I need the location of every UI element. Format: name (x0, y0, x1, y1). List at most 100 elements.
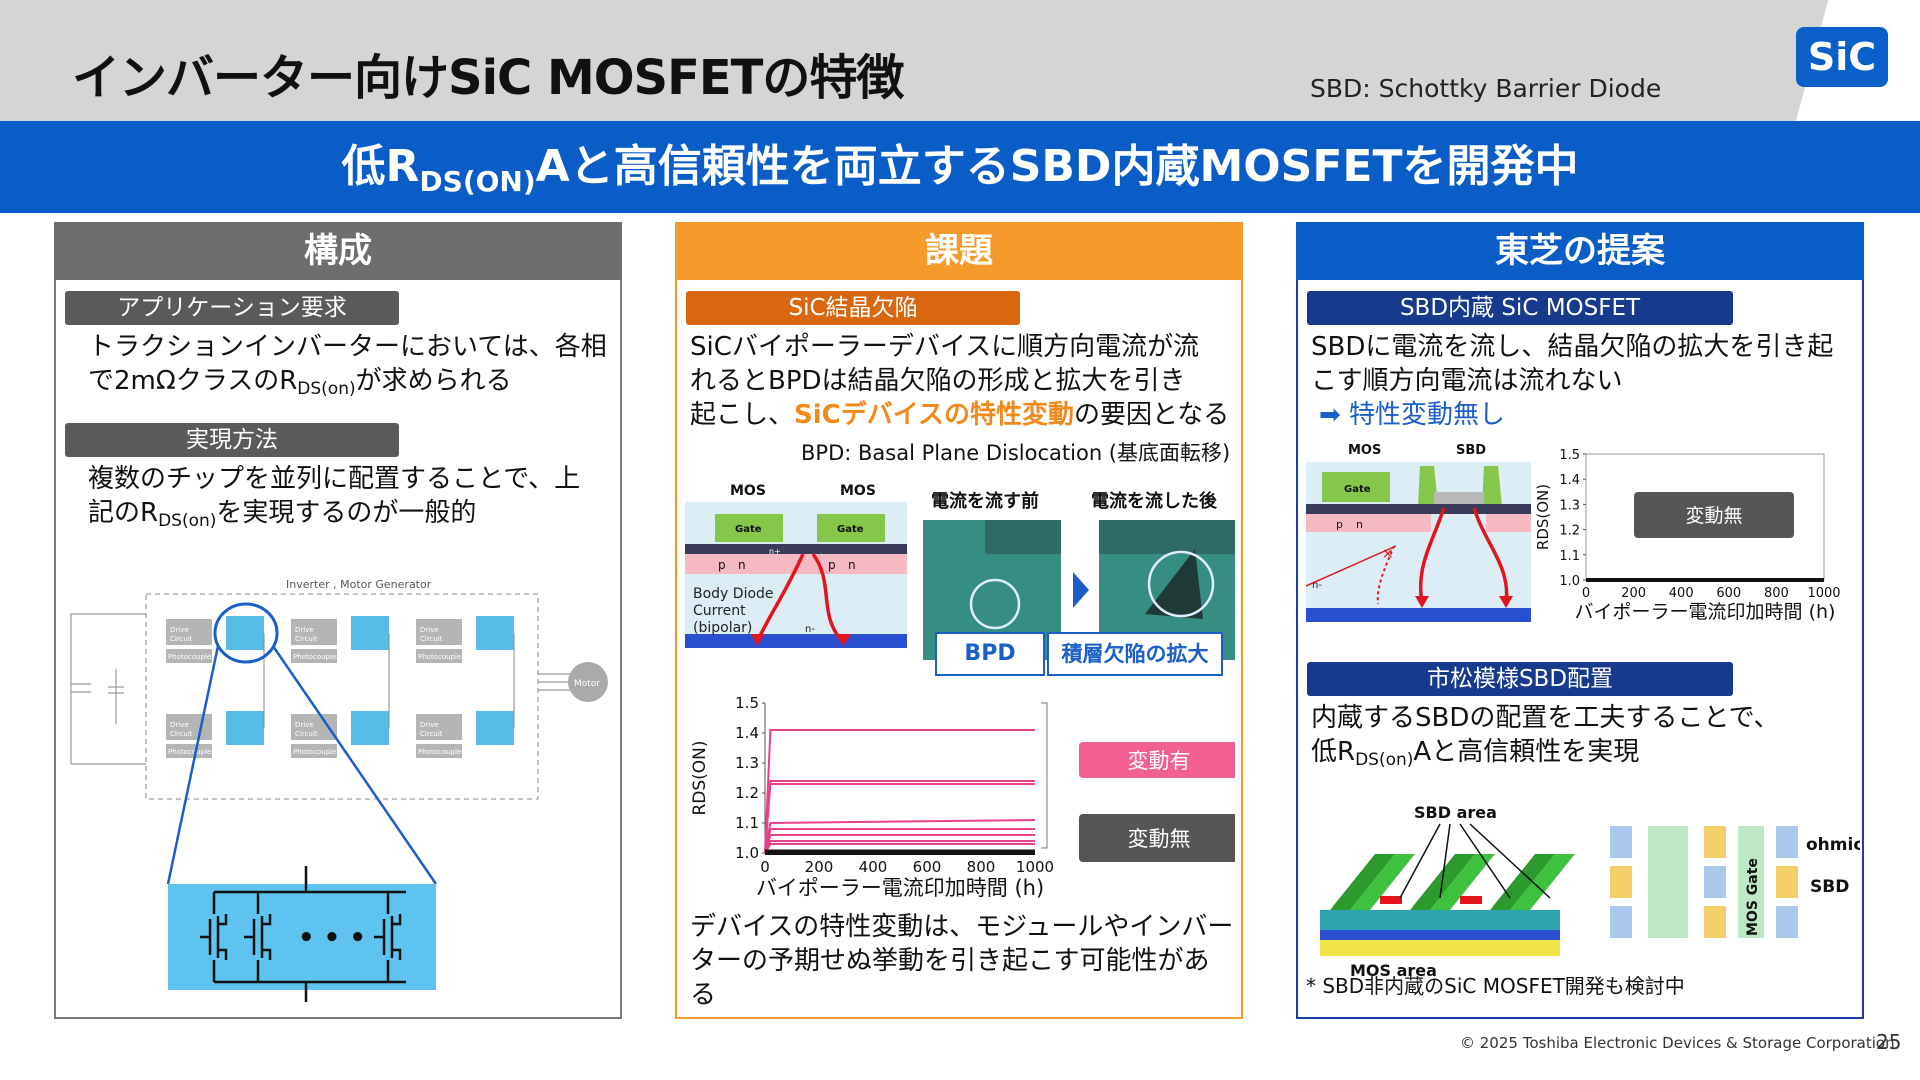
gate-block (715, 514, 783, 542)
y-tick-label: 1.0 (735, 844, 759, 862)
x-tick-label: 600 (1716, 586, 1741, 601)
series-line (764, 783, 1035, 854)
y-tick-label: 1.3 (1559, 498, 1580, 513)
sbd-legend: SBD (1810, 877, 1849, 897)
motor-label: Motor (574, 679, 600, 689)
header-band (0, 0, 1920, 121)
tag-sbd-embedded: SBD内蔵 SiC MOSFET (1307, 291, 1733, 325)
body-diode-text: Body Diode (693, 586, 774, 602)
module-row-top (166, 616, 514, 663)
motor-icon (568, 662, 608, 702)
text-span: 起こし、 (690, 400, 795, 430)
substrate-layer (685, 634, 907, 648)
inverter-dashed-frame (145, 593, 539, 800)
arrow-head (1415, 596, 1429, 608)
substrate-layer (1306, 608, 1531, 622)
text-line: トラクションインバーターにおいては、各相 (88, 332, 607, 362)
bracket (1041, 702, 1048, 849)
bpd-box: BPD (935, 632, 1045, 676)
panel-composition: 構成 アプリケーション要求 トラクションインバーターにおいては、各相 で2mΩク… (54, 222, 622, 1019)
module-labels: Drive Circuit Photocoupler Drive Circuit… (168, 626, 464, 756)
photocoupler-label: Photocoupler (168, 748, 214, 756)
y-tick-label: 1.4 (1559, 473, 1580, 488)
y-axis-label: RDS(ON) (1534, 484, 1552, 550)
tag-application-requirement: アプリケーション要求 (65, 291, 399, 325)
p-label: p (828, 558, 836, 572)
text-sub: DS(on) (297, 379, 356, 399)
mos-gate-label: MOS Gate (1745, 858, 1761, 936)
text-span: の要因となる (1073, 400, 1230, 430)
tag-sic-defect: SiC結晶欠陥 (686, 291, 1020, 325)
sbd-gate-right (1482, 466, 1502, 506)
gate-block (817, 514, 885, 542)
arrow-right-icon (1073, 572, 1089, 608)
source-stripe (1460, 896, 1482, 904)
p-well-layer (685, 554, 907, 574)
banner-text-sub: DS(ON) (419, 165, 536, 198)
sbd-metal (1434, 492, 1484, 506)
text-line: 起こし、SiCデバイスの特性変動の要因となる (690, 398, 1229, 432)
x-tick-label: 600 (913, 858, 942, 876)
text-line: SiCバイポーラーデバイスに順方向電流が流 (690, 332, 1200, 362)
abbreviation-note: SBD: Schottky Barrier Diode (1310, 74, 1662, 103)
mos-gate-stripe (1738, 826, 1764, 938)
phase-lines (263, 633, 515, 728)
sbd-cell (1704, 906, 1726, 938)
x-axis-label: バイポーラー電流印加時間 (h) (1575, 601, 1836, 623)
n-label: n (1356, 518, 1363, 531)
unchanged-badge (1079, 814, 1235, 862)
sbd-gate-left (1418, 466, 1438, 506)
blocked-current-path (1376, 545, 1395, 605)
gate-block (1322, 472, 1390, 502)
mos-area-label: MOS area (1350, 961, 1437, 978)
mos-label: MOS (1348, 443, 1381, 458)
checker-layout-diagram: SBD area MOS area (1320, 803, 1860, 978)
unchanged-badge-label: 変動無 (1685, 505, 1742, 527)
drive-label: Drive (170, 626, 189, 634)
series-line (764, 780, 1035, 854)
drive-circuit-block (166, 619, 212, 645)
x-tick-label: 800 (967, 858, 996, 876)
before-label: 電流を流す前 (931, 490, 1039, 512)
teal-layer (1320, 910, 1560, 930)
issue-text: SiCバイポーラーデバイスに順方向電流が流 れるとBPDは結晶欠陥の形成と拡大を… (690, 330, 1229, 432)
text-span: が求められる (355, 366, 512, 396)
text-line: で2mΩクラスのRDS(on)が求められる (88, 364, 607, 406)
inverter-circuit-diagram: Inverter , Motor Generator (70, 578, 608, 1002)
text-line: 記のRDS(on)を実現するのが一般的 (88, 496, 580, 538)
body-diode-label: Body Diode Current (bipolar) (693, 586, 774, 636)
arrow-head (837, 634, 851, 646)
text-line: こす順方向電流は流れない (1311, 366, 1623, 396)
gate-label: Gate (735, 524, 762, 535)
after-label: 電流を流した後 (1091, 490, 1218, 512)
x-tick-label: 200 (805, 858, 834, 876)
y-tick-label: 1.0 (1559, 574, 1580, 589)
photocoupler-block (291, 744, 337, 758)
photocoupler-label: Photocoupler (418, 653, 464, 661)
page-title: インバーター向けSiC MOSFETの特徴 (72, 50, 904, 106)
stacking-fault-shape (1145, 549, 1203, 619)
gate-finger (1350, 854, 1415, 910)
arrow-head (751, 634, 765, 646)
text-line: デバイスの特性変動は、モジュールやインバー (690, 912, 1234, 942)
ohmic-cell (1704, 866, 1726, 898)
sbd-label: SBD (1456, 443, 1486, 458)
gate-finger (1430, 854, 1495, 910)
text-span: Aと高信頼性を実現 (1413, 737, 1640, 767)
zoom-line-right (271, 645, 438, 885)
x-axis-label: バイポーラー電流印加時間 (h) (756, 876, 1044, 898)
ohmic-cell (1610, 906, 1632, 938)
unchanged-badge (1634, 492, 1794, 538)
x-tick-label: 400 (1669, 586, 1694, 601)
series-line (764, 729, 1035, 854)
nplus-label: n+ (769, 547, 781, 556)
y-axis-label: RDS(ON) (690, 740, 710, 815)
before-grid-area (923, 520, 1061, 660)
source-stripes (1380, 896, 1482, 904)
text-line: 複数のチップを並列に配置することで、上 (88, 464, 581, 494)
drive-label: Drive (295, 721, 314, 729)
x-tick-label: 0 (1582, 586, 1590, 601)
changed-badge-label: 変動有 (1128, 749, 1191, 773)
sic-badge: SiC (1796, 27, 1888, 87)
